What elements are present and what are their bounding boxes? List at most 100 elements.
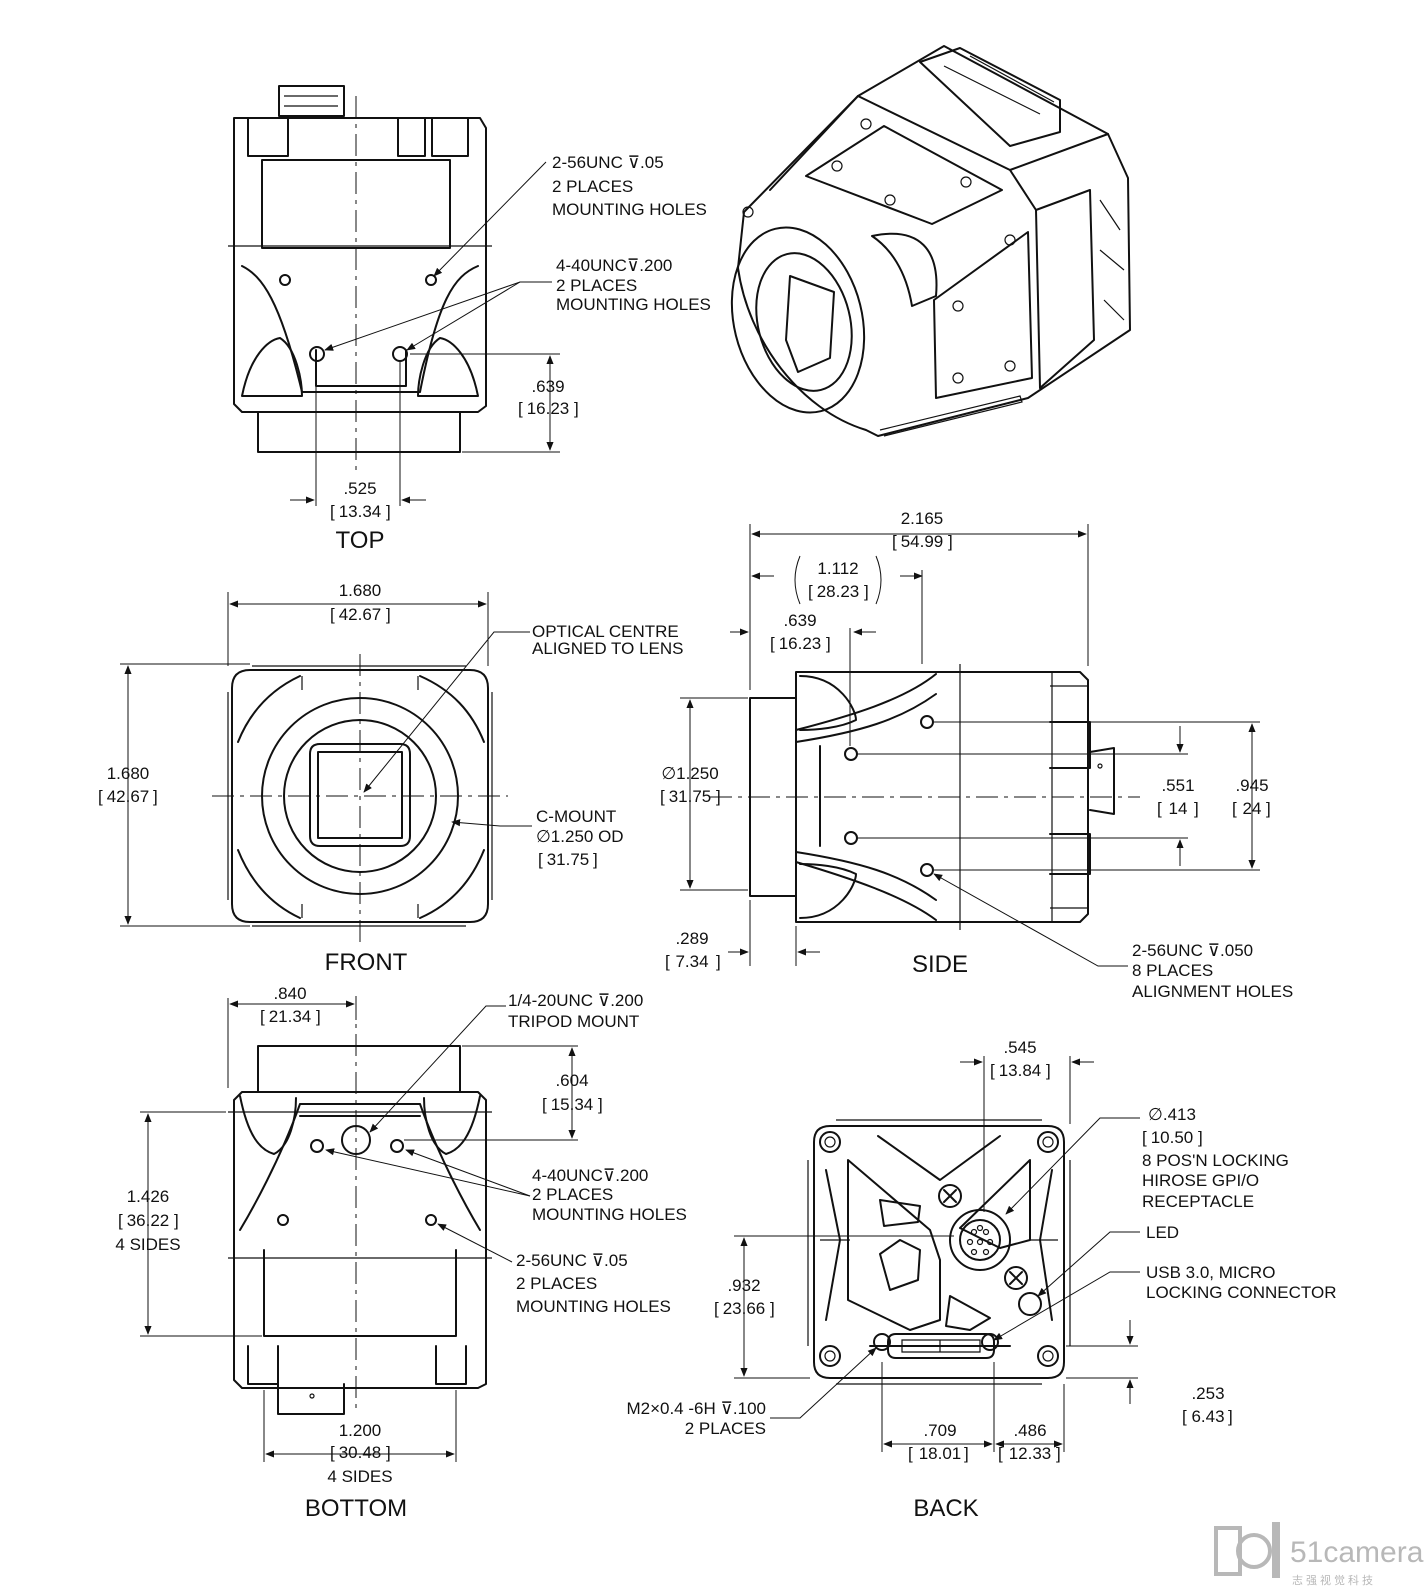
svg-text:]: ]	[593, 850, 598, 869]
back-dim-413-in: ∅.413	[1148, 1105, 1196, 1124]
bottom-note-4-40-3: MOUNTING HOLES	[532, 1205, 687, 1224]
back-note-m2-2: 2 PLACES	[685, 1419, 766, 1438]
back-dim-253-mm: 6.43	[1191, 1407, 1224, 1426]
bottom-dim-1426-mm: 36.22	[127, 1211, 170, 1230]
svg-text:]: ]	[386, 605, 391, 624]
svg-text:]: ]	[1266, 799, 1271, 818]
svg-text:]: ]	[1198, 1128, 1203, 1147]
svg-text:[: [	[1157, 799, 1162, 818]
side-dim-dia-mm: 31.75	[669, 787, 712, 806]
side-dim-ref-mm: 28.23	[817, 582, 860, 601]
svg-text:]: ]	[1228, 1407, 1233, 1426]
side-dim-289-mm: 7.34	[675, 952, 708, 971]
side-view	[680, 524, 1260, 967]
svg-text:[: [	[714, 1299, 719, 1318]
bottom-view-title: BOTTOM	[305, 1495, 407, 1522]
svg-text:[: [	[892, 532, 897, 551]
front-note-cmount-1: C-MOUNT	[536, 807, 616, 826]
svg-text:[: [	[660, 787, 665, 806]
side-dim-dia-in: ∅1.250	[661, 764, 718, 783]
back-view	[734, 1056, 1140, 1452]
svg-text:[: [	[908, 1444, 913, 1463]
side-dim-945-mm: 24	[1243, 799, 1262, 818]
bottom-dim-1200-in: 1.200	[339, 1421, 382, 1440]
svg-text:[: [	[98, 787, 103, 806]
bottom-dim-1200-note: 4 SIDES	[327, 1467, 392, 1486]
back-note-usb-2: LOCKING CONNECTOR	[1146, 1283, 1337, 1302]
back-dim-709-mm: 18.01	[919, 1444, 962, 1463]
front-note-cmount-2: ∅1.250 OD	[536, 827, 624, 846]
watermark-logo	[1214, 1522, 1280, 1578]
svg-text:[: [	[770, 634, 775, 653]
svg-text:]: ]	[598, 1095, 603, 1114]
bottom-note-2-56-3: MOUNTING HOLES	[516, 1297, 671, 1316]
svg-text:]: ]	[1194, 799, 1199, 818]
svg-text:]: ]	[153, 787, 158, 806]
side-dim-ref-in: 1.112	[817, 559, 858, 578]
side-note-align-3: ALIGNMENT HOLES	[1132, 982, 1293, 1001]
svg-text:[: [	[665, 952, 670, 971]
svg-text:[: [	[518, 399, 523, 418]
bottom-dim-604-in: .604	[555, 1071, 588, 1090]
svg-text:[: [	[1142, 1128, 1147, 1147]
side-dim-length-mm: 54.99	[901, 532, 944, 551]
side-view-title: SIDE	[912, 951, 968, 978]
svg-text:[: [	[260, 1007, 265, 1026]
svg-text:]: ]	[1046, 1061, 1051, 1080]
front-dim-height-in: 1.680	[107, 764, 150, 783]
svg-text:[: [	[538, 850, 543, 869]
back-dim-709-in: .709	[923, 1421, 956, 1440]
svg-text:[: [	[998, 1444, 1003, 1463]
watermark-brand: 51camera	[1290, 1536, 1424, 1569]
svg-text:]: ]	[716, 952, 721, 971]
side-dim-639-in: .639	[783, 611, 816, 630]
bottom-note-2-56-1: 2-56UNC ⊽.05	[516, 1251, 628, 1270]
svg-text:]: ]	[770, 1299, 775, 1318]
bottom-dim-1200-mm: 30.48	[339, 1443, 382, 1462]
bottom-note-tripod-1: 1/4-20UNC ⊽.200	[508, 991, 643, 1010]
svg-text:]: ]	[716, 787, 721, 806]
back-dim-932-in: .932	[727, 1276, 760, 1295]
back-note-led: LED	[1146, 1223, 1179, 1242]
side-note-align-2: 8 PLACES	[1132, 961, 1213, 980]
top-view-title: TOP	[336, 527, 385, 554]
svg-text:[: [	[808, 582, 813, 601]
side-note-align-1: 2-56UNC ⊽.050	[1132, 941, 1253, 960]
side-dim-length-in: 2.165	[901, 509, 944, 528]
svg-text:[: [	[990, 1061, 995, 1080]
back-dim-253-in: .253	[1191, 1384, 1224, 1403]
side-dim-289-in: .289	[675, 929, 708, 948]
front-dim-height-mm: 42.67	[107, 787, 150, 806]
top-note-2-56-mounting: MOUNTING HOLES	[552, 200, 707, 219]
svg-text:]: ]	[948, 532, 953, 551]
side-dim-639-mm: 16.23	[779, 634, 822, 653]
back-dim-486-mm: 12.33	[1009, 1444, 1052, 1463]
bottom-note-2-56-2: 2 PLACES	[516, 1274, 597, 1293]
watermark-subtext: 志强视觉科技	[1292, 1573, 1376, 1587]
top-view	[228, 85, 560, 506]
svg-text:[: [	[330, 1443, 335, 1462]
bottom-note-4-40-2: 2 PLACES	[532, 1185, 613, 1204]
back-dim-545-in: .545	[1003, 1038, 1036, 1057]
top-dim-639-mm: 16.23	[527, 399, 570, 418]
back-note-hirose-3: RECEPTACLE	[1142, 1192, 1254, 1211]
top-note-4-40-places: 2 PLACES	[556, 276, 637, 295]
svg-text:[: [	[118, 1211, 123, 1230]
svg-text:]: ]	[386, 1443, 391, 1462]
svg-text:]: ]	[316, 1007, 321, 1026]
back-note-hirose-1: 8 POS'N LOCKING	[1142, 1151, 1289, 1170]
back-view-title: BACK	[913, 1495, 978, 1522]
svg-text:]: ]	[174, 1211, 179, 1230]
top-dim-639-in: .639	[531, 377, 564, 396]
front-note-cmount-3: 31.75	[547, 850, 590, 869]
front-dim-width-mm: 42.67	[339, 605, 382, 624]
bottom-dim-840-mm: 21.34	[269, 1007, 312, 1026]
svg-text:]: ]	[574, 399, 579, 418]
top-dim-525-in: .525	[343, 479, 376, 498]
top-dim-525-mm: 13.34	[339, 502, 382, 521]
bottom-view	[140, 996, 578, 1462]
svg-text:]: ]	[386, 502, 391, 521]
bottom-dim-840-in: .840	[273, 984, 306, 1003]
back-note-hirose-2: HIROSE GPI/O	[1142, 1171, 1259, 1190]
